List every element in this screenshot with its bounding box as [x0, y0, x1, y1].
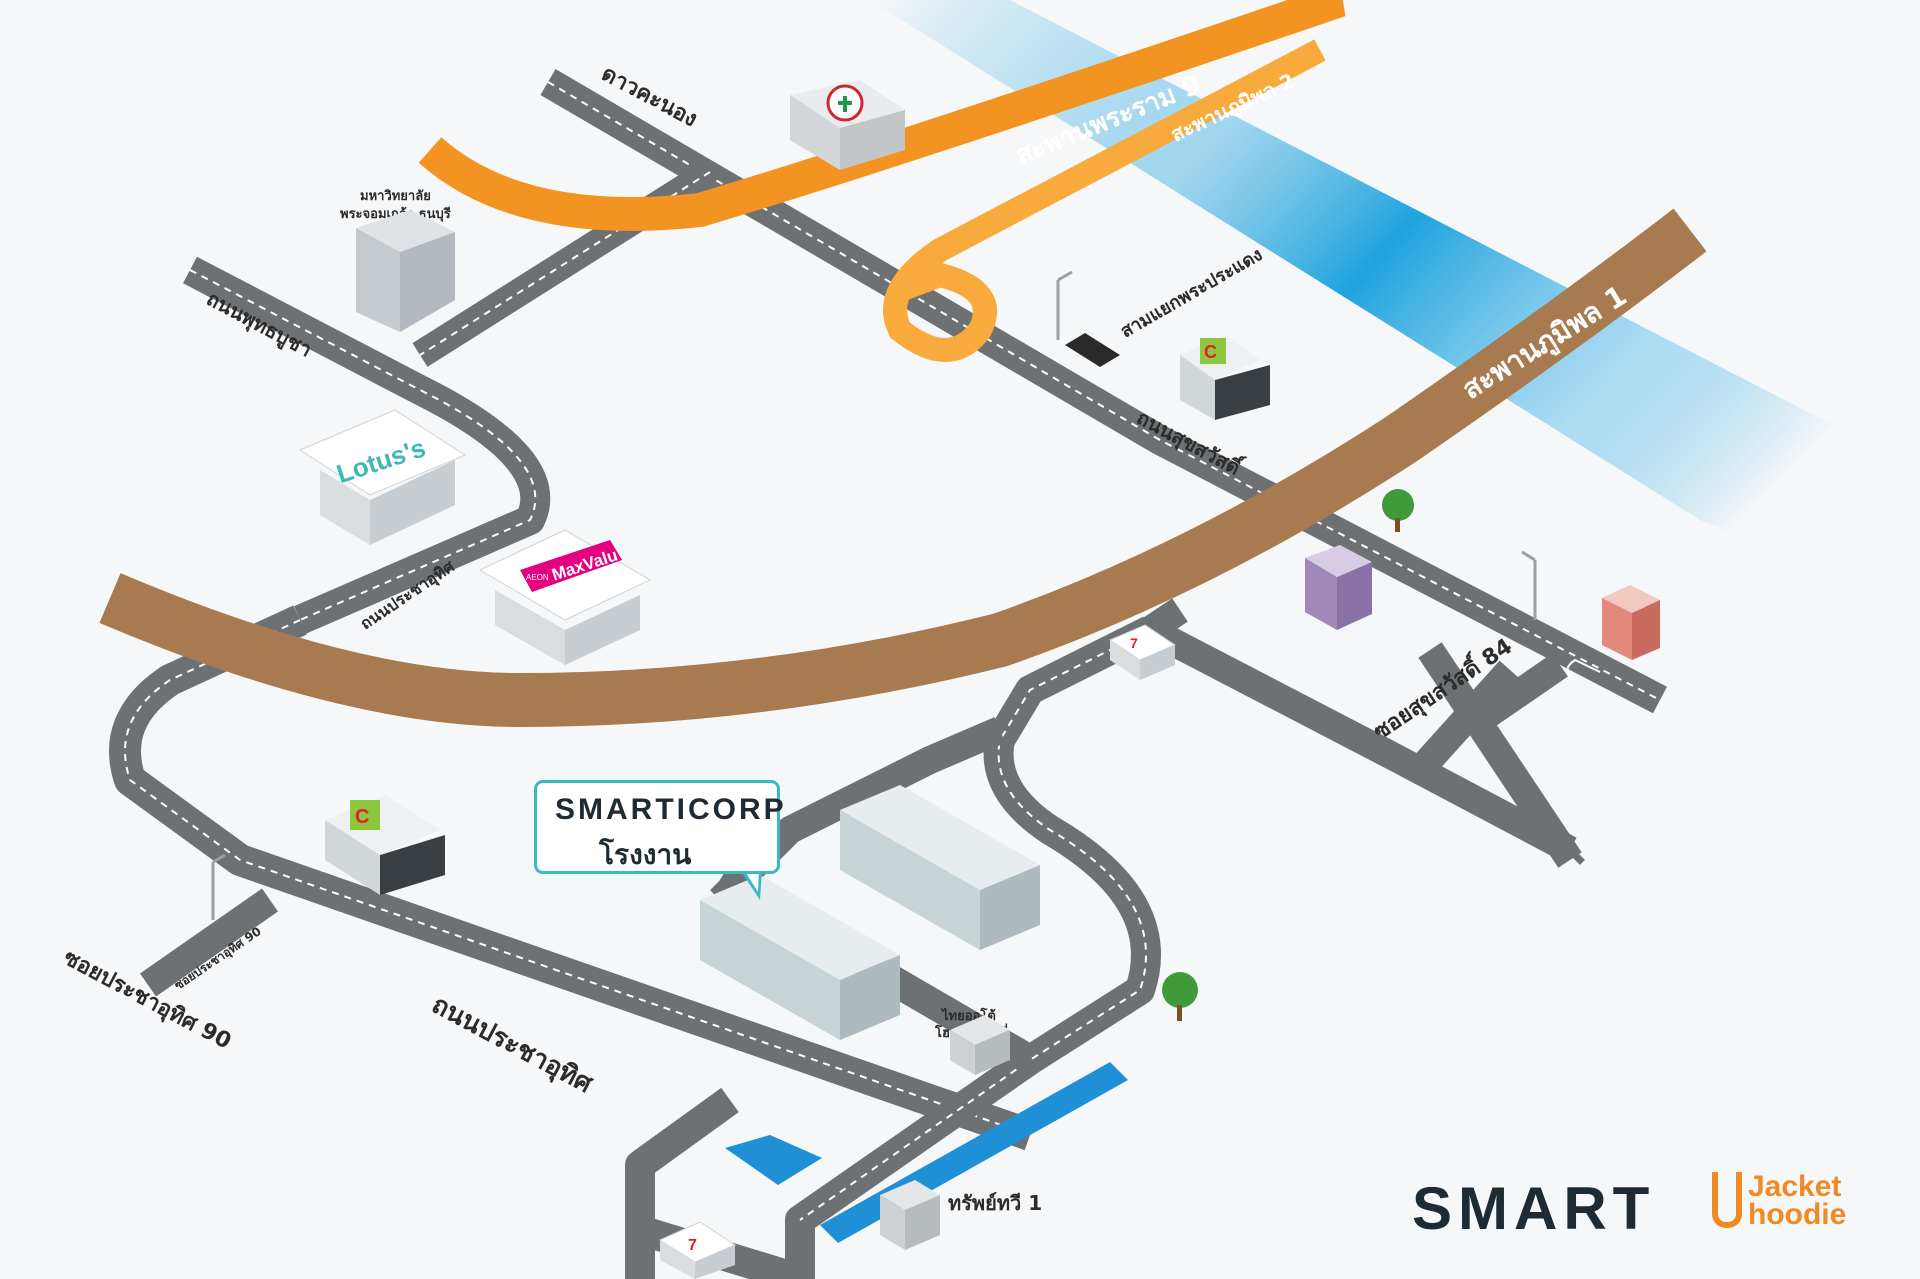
purple-building [1305, 545, 1372, 630]
svg-text:C: C [355, 806, 369, 828]
big-c-store-north: C [1180, 335, 1270, 420]
logo-jacket-text: Jacket [1748, 1170, 1842, 1203]
big-c-icon [1200, 338, 1226, 364]
label-pracha-uthit-main: ถนนประชาอุทิศ [426, 990, 597, 1101]
sap-thawi-building [880, 1180, 940, 1250]
logo-jacket-hoodie: Jacket hoodie [1712, 1170, 1882, 1231]
seven-eleven-icon: 7 [1130, 635, 1138, 651]
callout-subtitle: โรงงาน [599, 838, 692, 871]
traffic-crossing-icon [1065, 333, 1120, 367]
red-building [1602, 585, 1660, 660]
tree-icon-south [1162, 972, 1198, 1021]
lotus-store: Lotus's [298, 409, 467, 545]
kasikorn-bank-building [790, 80, 905, 170]
bridge-rama9 [418, 0, 1346, 231]
callout-tail-inner [743, 868, 759, 892]
university-building [356, 210, 455, 332]
label-university-line1: มหาวิทยาลัย [360, 189, 431, 204]
logo-u-shape [1712, 1172, 1742, 1228]
thai-auto-building [950, 1015, 1010, 1075]
bridge-bhumibol2 [883, 39, 1326, 362]
logo-smart-text: SMART [1412, 1175, 1656, 1242]
factory-callout: SMARTICORP โรงงาน [534, 780, 784, 874]
street-lamp-icon-east [1521, 550, 1537, 620]
street-lamp-icon-west [211, 853, 226, 920]
callout-brand: SMARTICORP [555, 793, 787, 826]
big-c-store-south: C [325, 795, 445, 895]
tree-icon [1382, 489, 1414, 532]
factory-shophouses [700, 785, 1040, 1040]
pond [725, 1135, 822, 1185]
seven-eleven-store-south: 7 [658, 1221, 737, 1279]
street-lamp-icon [1056, 270, 1073, 340]
seven-eleven-icon-south: 7 [688, 1237, 697, 1254]
svg-text:C: C [1204, 342, 1217, 362]
label-intersection: สามแยกพระประแดง [1117, 244, 1266, 342]
seven-eleven-store-east: 7 [1108, 624, 1177, 680]
big-c-icon-south [350, 800, 380, 830]
logo-hoodie-text: hoodie [1748, 1198, 1847, 1231]
label-sap-thawi: ทรัพย์ทวี 1 [948, 1191, 1042, 1215]
maxvalu-store: AEON MaxValu [478, 529, 652, 665]
bridge-bhumibol1 [99, 208, 1707, 728]
maxvalu-small-logo: AEON [526, 573, 549, 582]
u-turn-arrow-icon [1566, 658, 1601, 681]
